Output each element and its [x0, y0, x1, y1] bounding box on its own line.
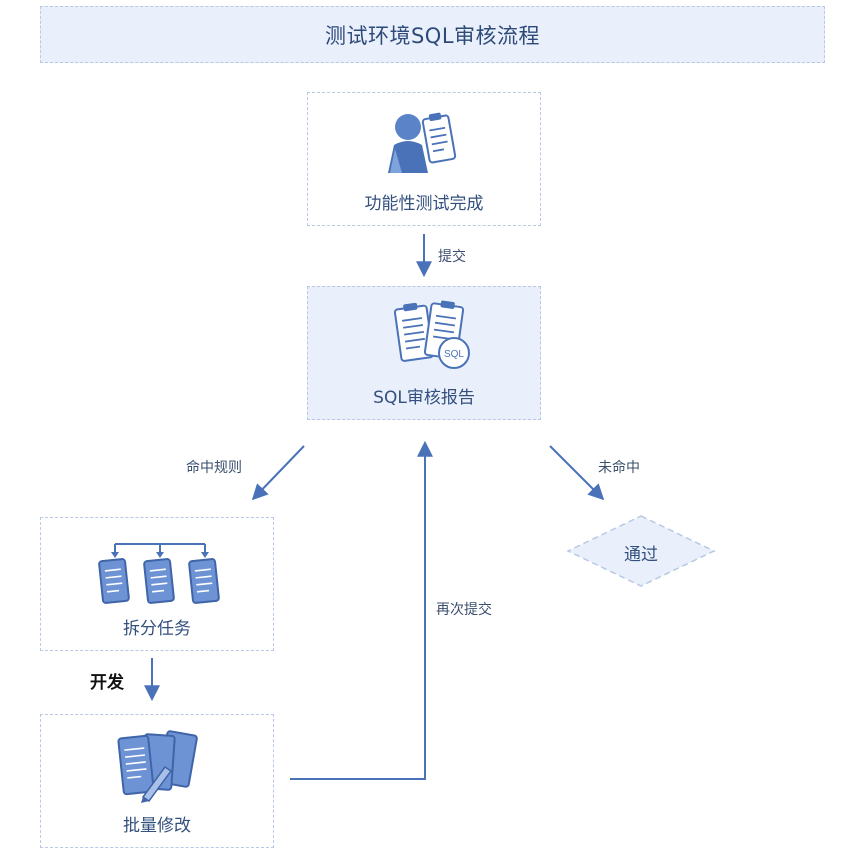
node-batch-modify-label: 批量修改	[123, 816, 191, 836]
node-test-complete-label: 功能性测试完成	[364, 194, 484, 214]
node-pass-label: 通过	[624, 545, 658, 565]
sql-badge-text: SQL	[444, 349, 464, 360]
sql-documents-icon: SQL	[393, 300, 470, 369]
edge-label-develop: 开发	[90, 673, 124, 693]
edge-not-hit-arrow	[549, 445, 605, 501]
edge-label-not-hit: 未命中	[598, 460, 640, 476]
person-clipboard-icon	[388, 112, 457, 173]
node-sql-report: SQL SQL审核报告	[307, 286, 541, 420]
node-split-tasks: 拆分任务	[40, 517, 274, 651]
edge-resubmit-arrow	[290, 440, 433, 780]
edge-label-hit-rule: 命中规则	[186, 460, 242, 476]
node-sql-report-label: SQL审核报告	[373, 388, 475, 408]
batch-edit-documents-icon	[117, 730, 198, 803]
diagram-title: 测试环境SQL审核流程	[324, 23, 541, 48]
node-test-complete: 功能性测试完成	[307, 92, 541, 226]
edge-hit-rule-arrow	[251, 445, 305, 501]
node-split-tasks-label: 拆分任务	[123, 619, 191, 639]
diagram-title-bar: 测试环境SQL审核流程	[40, 6, 825, 63]
edge-label-resubmit: 再次提交	[436, 602, 492, 618]
edge-label-submit: 提交	[438, 249, 466, 265]
node-batch-modify: 批量修改	[40, 714, 274, 848]
split-documents-icon	[98, 543, 220, 604]
